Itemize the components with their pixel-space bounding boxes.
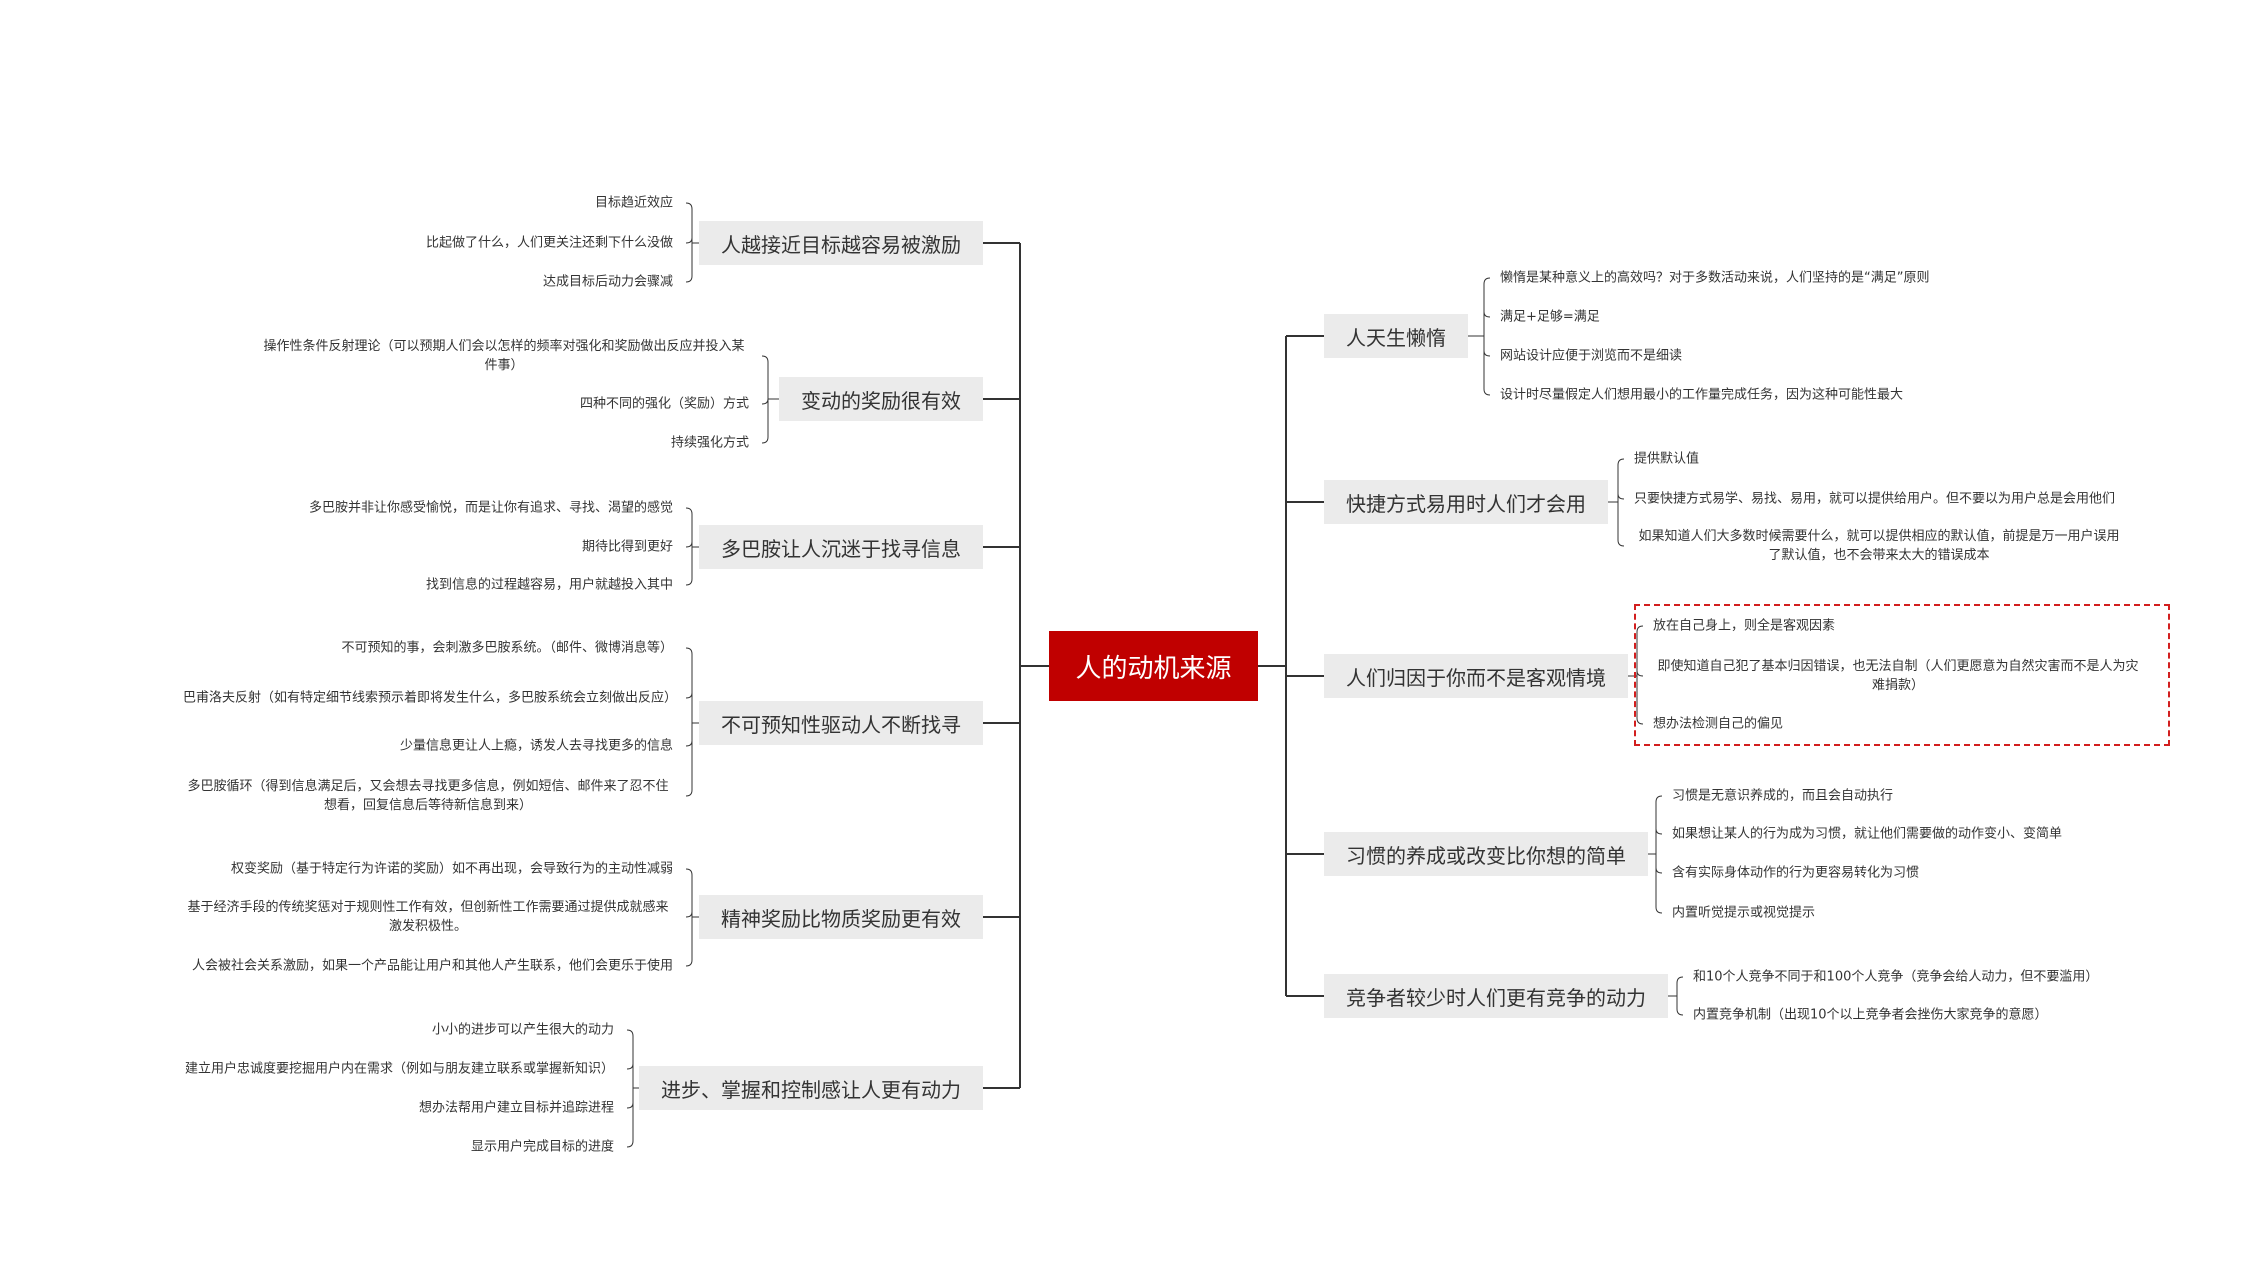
subtopic[interactable]: 如果知道人们大多数时候需要什么，就可以提供相应的默认值，前提是万一用户误用了默认…	[1638, 529, 2120, 563]
subtopic[interactable]: 懒惰是某种意义上的高效吗？对于多数活动来说，人们坚持的是“满足”原则	[1500, 270, 1930, 286]
subtopic[interactable]: 持续强化方式	[670, 435, 749, 451]
bracket-line	[1676, 976, 1684, 1016]
subtopic[interactable]: 内置竞争机制（出现10个以上竞争者会挫伤大家竞争的意愿）	[1693, 1007, 2048, 1023]
branch-topic[interactable]: 多巴胺让人沉迷于找寻信息	[699, 525, 983, 569]
subtopic[interactable]: 目标趋近效应	[594, 195, 673, 211]
branch-topic[interactable]: 人越接近目标越容易被激励	[699, 221, 983, 265]
bracket-line	[1636, 625, 1644, 725]
branch-topic[interactable]: 进步、掌握和控制感让人更有动力	[639, 1066, 983, 1110]
bracket-line	[685, 202, 693, 283]
bracket-line	[685, 647, 693, 797]
subtopic[interactable]: 内置听觉提示或视觉提示	[1672, 905, 1816, 921]
subtopic[interactable]: 达成目标后动力会骤减	[542, 274, 673, 290]
subtopic[interactable]: 找到信息的过程越容易，用户就越投入其中	[425, 577, 673, 593]
branch-topic[interactable]: 习惯的养成或改变比你想的简单	[1324, 832, 1648, 876]
subtopic[interactable]: 多巴胺循环（得到信息满足后，又会想去寻找更多信息，例如短信、邮件来了忍不住想看，…	[187, 779, 669, 813]
bracket-line	[626, 1029, 634, 1148]
subtopic[interactable]: 小小的进步可以产生很大的动力	[431, 1022, 614, 1038]
branch-topic[interactable]: 精神奖励比物质奖励更有效	[699, 895, 983, 939]
bracket-line	[685, 868, 693, 967]
subtopic[interactable]: 建立用户忠诚度要挖掘用户内在需求（例如与朋友建立联系或掌握新知识）	[184, 1061, 614, 1077]
subtopic[interactable]: 放在自己身上，则全是客观因素	[1653, 618, 1836, 634]
subtopic[interactable]: 权变奖励（基于特定行为许诺的奖励）如不再出现，会导致行为的主动性减弱	[230, 861, 673, 877]
subtopic[interactable]: 只要快捷方式易学、易找、易用，就可以提供给用户。但不要以为用户总是会用他们	[1634, 491, 2116, 507]
branch-topic[interactable]: 变动的奖励很有效	[779, 377, 983, 421]
subtopic[interactable]: 网站设计应便于浏览而不是细读	[1500, 348, 1683, 364]
subtopic[interactable]: 操作性条件反射理论（可以预期人们会以怎样的频率对强化和奖励做出反应并投入某件事）	[263, 339, 745, 373]
central-topic[interactable]: 人的动机来源	[1049, 631, 1258, 701]
subtopic[interactable]: 提供默认值	[1634, 451, 1700, 467]
subtopic[interactable]: 想办法检测自己的偏见	[1653, 716, 1784, 732]
bracket-line	[761, 355, 769, 444]
subtopic[interactable]: 期待比得到更好	[581, 539, 673, 555]
left-trunk-line	[1019, 243, 1049, 1088]
branch-topic[interactable]: 人天生懒惰	[1324, 314, 1468, 358]
subtopic[interactable]: 习惯是无意识养成的，而且会自动执行	[1672, 788, 1894, 804]
right-trunk-line	[1258, 336, 1287, 996]
subtopic[interactable]: 巴甫洛夫反射（如有特定细节线索预示着即将发生什么，多巴胺系统会立刻做出反应）	[183, 690, 678, 706]
subtopic[interactable]: 比起做了什么，人们更关注还剩下什么没做	[425, 235, 673, 251]
subtopic[interactable]: 满足+足够=满足	[1500, 309, 1600, 325]
subtopic[interactable]: 多巴胺并非让你感受愉悦，而是让你有追求、寻找、渴望的感觉	[308, 500, 673, 516]
subtopic[interactable]: 少量信息更让人上瘾，诱发人去寻找更多的信息	[399, 738, 673, 754]
branch-topic[interactable]: 不可预知性驱动人不断找寻	[699, 701, 983, 745]
bracket-line	[685, 507, 693, 586]
branch-topic[interactable]: 人们归因于你而不是客观情境	[1324, 654, 1628, 698]
branch-topic[interactable]: 竞争者较少时人们更有竞争的动力	[1324, 974, 1668, 1018]
subtopic[interactable]: 想办法帮用户建立目标并追踪进程	[418, 1100, 614, 1116]
subtopic[interactable]: 设计时尽量假定人们想用最小的工作量完成任务，因为这种可能性最大	[1500, 387, 1904, 403]
subtopic[interactable]: 和10个人竞争不同于和100个人竞争（竞争会给人动力，但不要滥用）	[1693, 969, 2099, 985]
bracket-line	[1483, 277, 1491, 396]
subtopic[interactable]: 如果想让某人的行为成为习惯，就让他们需要做的动作变小、变简单	[1672, 826, 2063, 842]
subtopic[interactable]: 人会被社会关系激励，如果一个产品能让用户和其他人产生联系，他们会更乐于使用	[191, 958, 673, 974]
subtopic[interactable]: 不可预知的事，会刺激多巴胺系统。（邮件、微博消息等）	[341, 640, 673, 656]
subtopic[interactable]: 基于经济手段的传统奖惩对于规则性工作有效，但创新性工作需要通过提供成就感来激发积…	[187, 900, 669, 934]
subtopic[interactable]: 含有实际身体动作的行为更容易转化为习惯	[1672, 865, 1920, 881]
subtopic[interactable]: 即使知道自己犯了基本归因错误，也无法自制（人们更愿意为自然灾害而不是人为灾难捐款…	[1657, 659, 2139, 693]
highlight-dashed-box	[1634, 604, 2170, 746]
bracket-line	[1655, 795, 1663, 914]
branch-topic[interactable]: 快捷方式易用时人们才会用	[1324, 480, 1608, 524]
subtopic[interactable]: 四种不同的强化（奖励）方式	[579, 396, 749, 412]
bracket-line	[1617, 458, 1625, 547]
subtopic[interactable]: 显示用户完成目标的进度	[470, 1139, 614, 1155]
